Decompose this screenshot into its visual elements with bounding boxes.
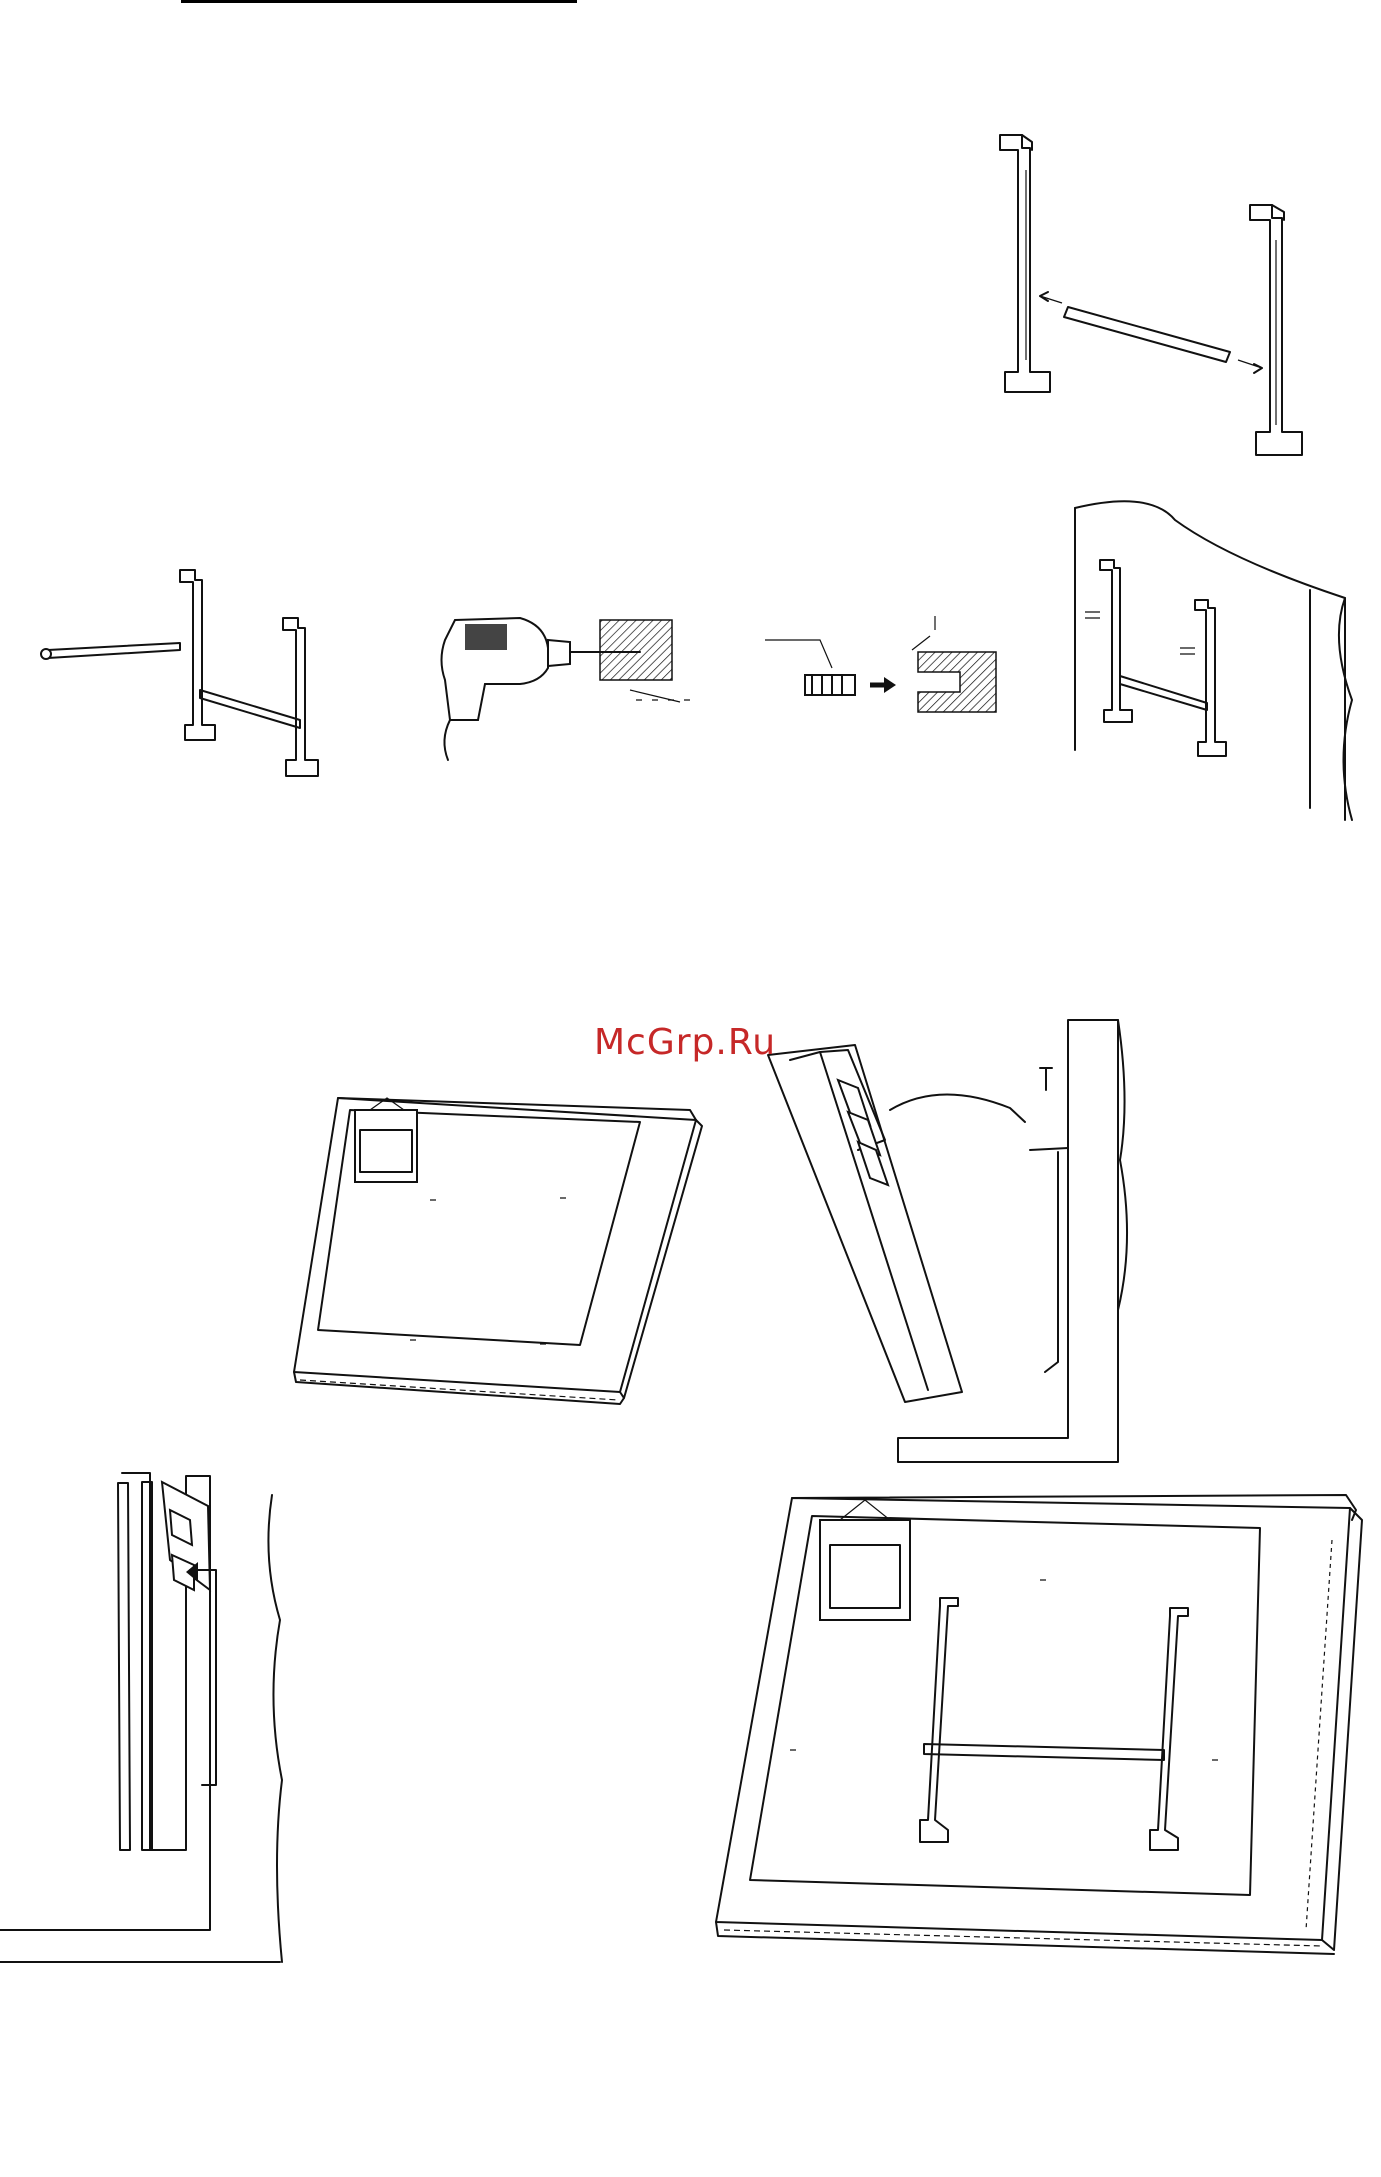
- watermark-text: McGrp.Ru: [594, 1022, 776, 1063]
- heater-back-panel-icon: [294, 1098, 702, 1404]
- heater-with-bracket-icon: [716, 1495, 1362, 1954]
- mounted-bracket-icon: [1075, 501, 1352, 820]
- wall-plug-icon: [765, 616, 996, 712]
- drill-icon: [442, 618, 701, 760]
- wall-bracket-exploded-icon: [1000, 135, 1302, 455]
- heater-side-view-icon: [0, 1473, 282, 1962]
- heater-tilt-hang-icon: [768, 1020, 1127, 1462]
- screwdriver-bracket-icon: [41, 570, 318, 776]
